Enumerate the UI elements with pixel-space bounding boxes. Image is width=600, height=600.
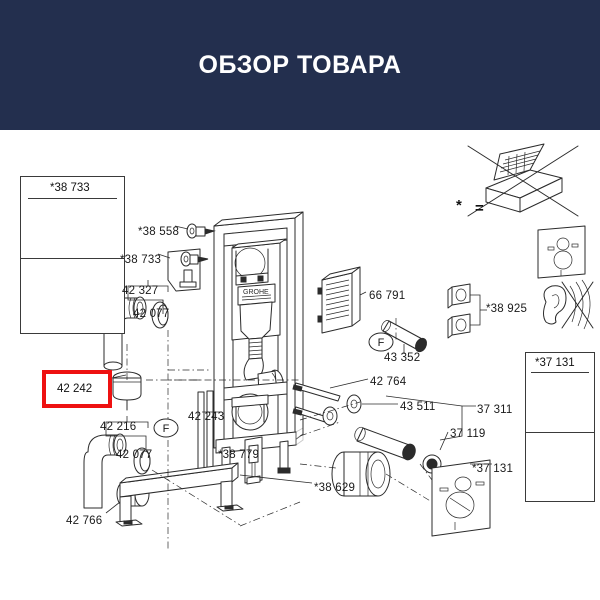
part-42243-rails xyxy=(195,390,217,476)
part-pan-connector-cylinder xyxy=(331,451,391,497)
part-42216-elbow-pipe xyxy=(83,433,127,509)
legend-box-right-title-rule xyxy=(531,372,589,373)
part-label-42764: 42 764 xyxy=(370,376,407,388)
part-label-42077b: 42 077 xyxy=(116,449,153,461)
assembly-guide-lines xyxy=(126,318,433,550)
part-label-37119: 37 119 xyxy=(450,428,486,440)
part-38629-support-bar xyxy=(115,462,244,527)
legend-equals-symbol: = xyxy=(475,200,484,217)
part-group-brackets xyxy=(105,280,169,428)
legend-box-left-divider xyxy=(20,258,125,260)
part-37131-flush-plate xyxy=(431,459,491,537)
part-label-37131b: *37 131 xyxy=(472,463,514,475)
part-42764-rod xyxy=(292,382,341,402)
part-43511-washers xyxy=(322,394,362,426)
technical-drawing: .s{fill:none;stroke:#2b2b2b;stroke-width… xyxy=(33,143,594,550)
part-label-38779: *38 779 xyxy=(218,449,260,461)
legend-box-left-title-rule xyxy=(28,198,117,199)
f-marker-lower: F xyxy=(153,418,179,438)
highlighted-part-box[interactable] xyxy=(42,370,112,408)
part-label-37311: 37 311 xyxy=(477,404,513,416)
legend-star-symbol: * xyxy=(456,197,462,214)
cistern-brand-text: GROHE xyxy=(243,289,269,296)
installation-frame-assembly: GROHE xyxy=(213,211,304,480)
part-42077-seal-ring-lower xyxy=(133,447,151,475)
part-label-66791: 66 791 xyxy=(369,290,406,302)
part-label-43352: 43 352 xyxy=(384,352,421,364)
highlighted-part-number: 42 242 xyxy=(57,383,93,395)
part-38925-clamps xyxy=(447,283,487,339)
legend-box-left xyxy=(20,176,125,334)
f-marker-upper-letter: F xyxy=(378,337,385,349)
page-header-banner: ОБЗОР ТОВАРА xyxy=(0,0,600,130)
part-37119-pipe xyxy=(354,426,416,461)
label-leader-lines xyxy=(105,225,492,514)
part-label-42077a: 42 077 xyxy=(133,308,170,320)
part-66791-control-block xyxy=(317,266,361,334)
box-right-lower-crossed-ear-icon xyxy=(543,279,594,330)
part-label-38925: *38 925 xyxy=(486,303,528,315)
part-label-43511: 43 511 xyxy=(400,401,436,413)
exploded-diagram-canvas: .s{fill:none;stroke:#2b2b2b;stroke-width… xyxy=(0,130,600,600)
part-38558-bracket xyxy=(186,223,216,239)
part-43352-pipe xyxy=(381,320,428,353)
part-label-38558: *38 558 xyxy=(138,226,180,238)
part-label-42243: 42 243 xyxy=(188,411,225,423)
f-marker-upper: F xyxy=(368,332,394,352)
part-label-42766: 42 766 xyxy=(66,515,103,527)
part-label-42327: 42 327 xyxy=(122,285,159,297)
part-label-42216: 42 216 xyxy=(100,421,137,433)
f-marker-lower-letter: F xyxy=(163,423,170,435)
legend-box-right-title: *37 131 xyxy=(535,357,575,369)
page-title: ОБЗОР ТОВАРА xyxy=(198,50,402,79)
part-38779-bracket xyxy=(244,436,263,485)
part-label-38733b: *38 733 xyxy=(120,254,162,266)
box-right-upper-flush-plate-icon xyxy=(537,225,586,279)
legend-box-right-divider xyxy=(525,432,595,434)
legend-box-left-title: *38 733 xyxy=(50,182,90,194)
legend-box-right xyxy=(525,352,595,502)
part-38733-bracket xyxy=(167,248,209,292)
part-label-38629: *38 629 xyxy=(314,482,356,494)
legend-crossed-box-icon xyxy=(467,143,579,217)
